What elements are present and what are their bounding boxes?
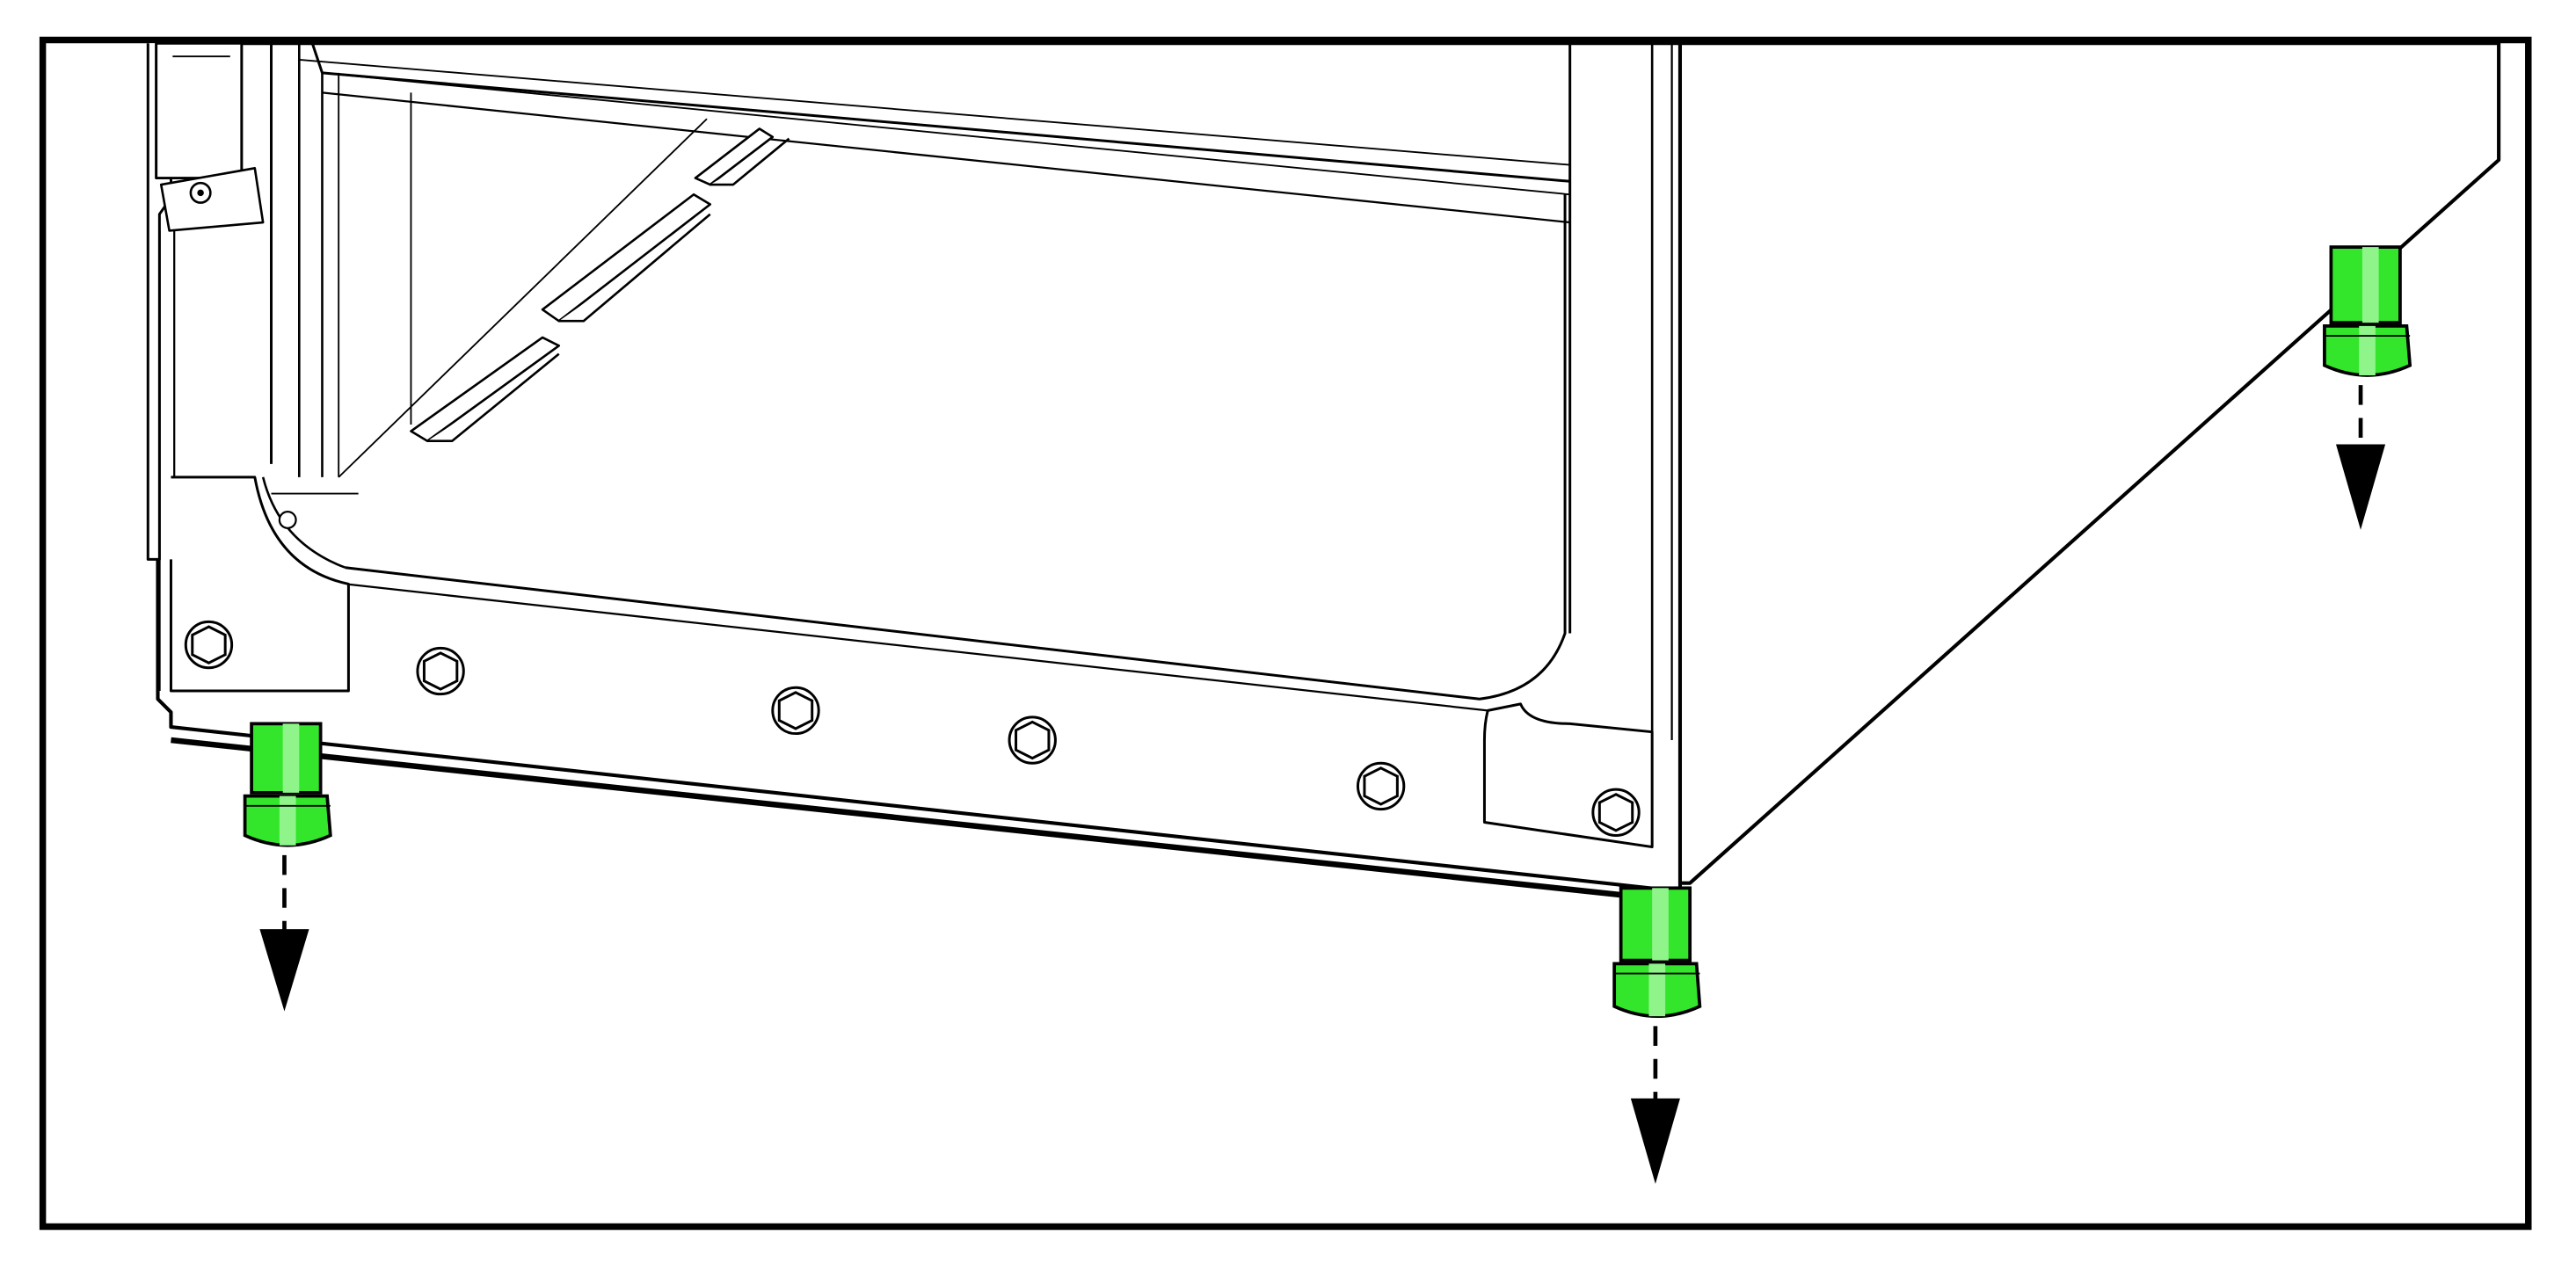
bolt (771, 686, 820, 736)
bolt (1008, 715, 1057, 765)
bolts (184, 620, 1641, 837)
bolt (416, 646, 465, 696)
leveling-foot-center (1612, 886, 1702, 1018)
interior-shelf-rail (322, 91, 1570, 224)
cabinet-body (146, 41, 2501, 904)
down-arrow-left (259, 854, 309, 1012)
leveling-foot-left (243, 722, 332, 847)
leveling-foot-right (2323, 245, 2412, 377)
cabinet-floor-front (345, 194, 1567, 701)
down-arrow-right (2336, 385, 2386, 530)
interior-diagonal (338, 118, 708, 478)
hinge-block (155, 41, 244, 180)
frame-border (39, 36, 2532, 1231)
down-arrow-center (1630, 1026, 1680, 1184)
bolt (184, 620, 234, 670)
cabinet-bottom-edge (171, 737, 1681, 904)
bolt (1356, 761, 1406, 811)
bolt (1591, 788, 1641, 837)
